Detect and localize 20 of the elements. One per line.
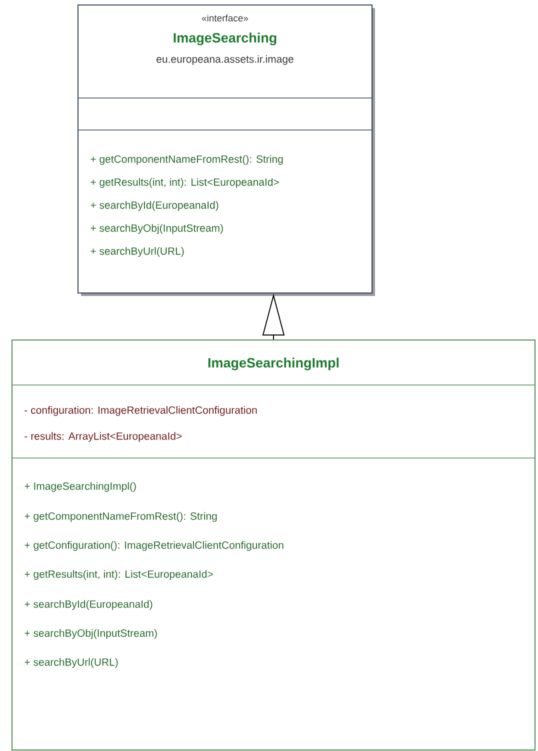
method-text: + getResults(int, int): List<EuropeanaId> — [24, 570, 213, 580]
method-text: + getComponentNameFromRest(): String — [90, 155, 283, 165]
class-name: ImageSearchingImpl — [208, 358, 339, 370]
method-text: + searchById(EuropeanaId) — [90, 201, 218, 211]
package-name: eu.europeana.assets.ir.image — [156, 55, 294, 65]
method-text: + searchById(EuropeanaId) — [24, 600, 152, 610]
method-text: + searchByUrl(URL) — [24, 658, 118, 668]
method-text: + getResults(int, int): List<EuropeanaId> — [90, 178, 279, 188]
method-text: + searchByObj(InputStream) — [24, 629, 157, 639]
method-text: + ImageSearchingImpl() — [24, 482, 136, 492]
class-box — [78, 4, 375, 296]
stereotype-label: «interface» — [202, 14, 248, 22]
class-box — [12, 340, 536, 750]
attribute-text: - results: ArrayList<EuropeanaId> — [24, 432, 182, 442]
method-text: + getComponentNameFromRest(): String — [24, 512, 217, 522]
class-name: ImageSearching — [174, 32, 276, 46]
attribute-text: - configuration: ImageRetrievalClientConfiguration — [24, 406, 257, 416]
method-text: + getConfiguration(): ImageRetrievalClientConfiguration — [24, 541, 284, 551]
method-text: + searchByUrl(URL) — [90, 247, 184, 257]
method-text: + searchByObj(InputStream) — [90, 224, 223, 234]
